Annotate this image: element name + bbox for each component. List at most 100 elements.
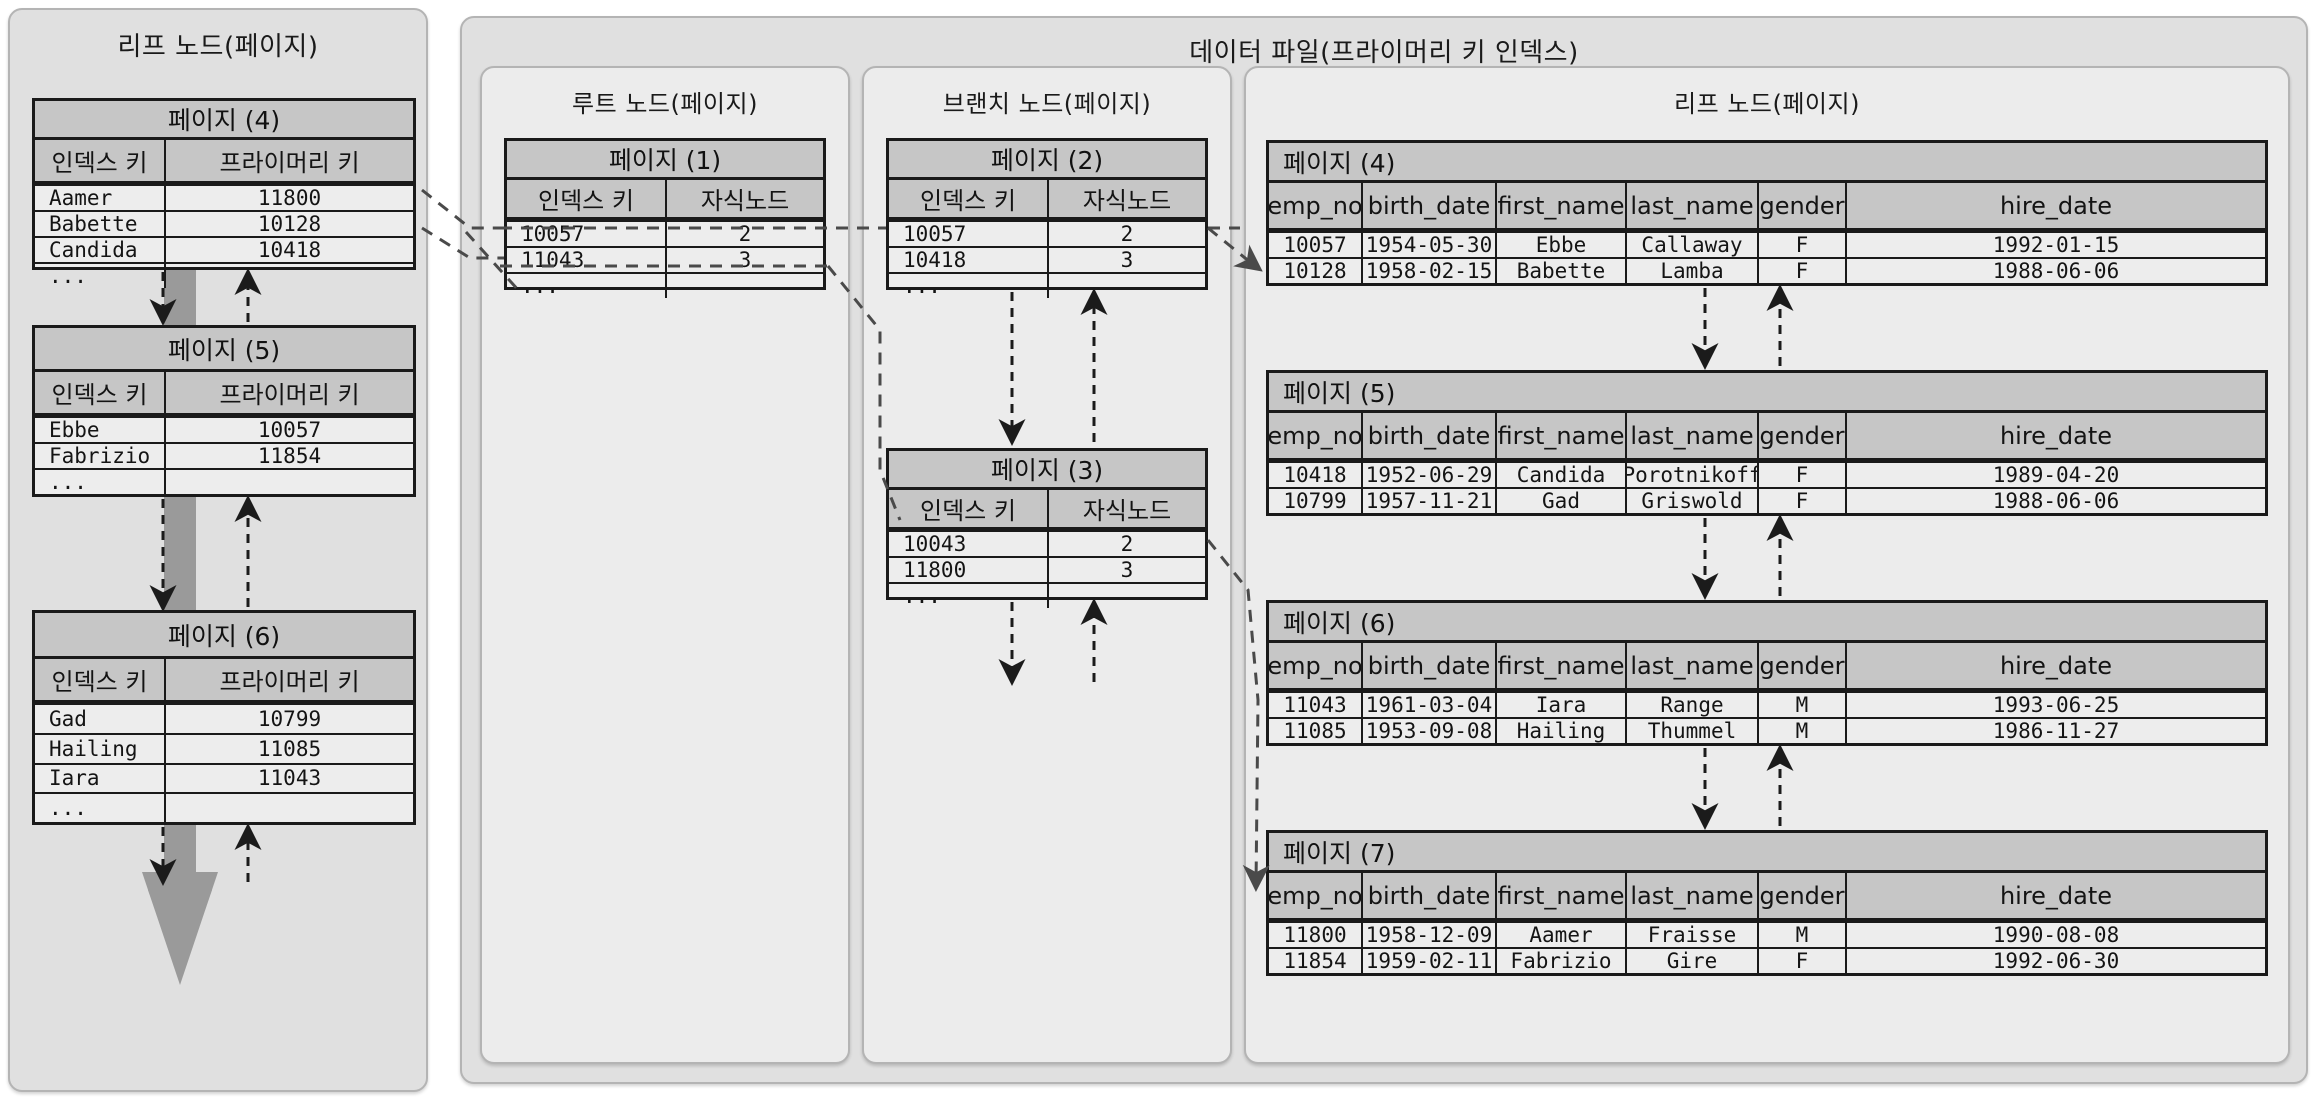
- hire-date-cell: 1989-04-20: [1845, 463, 2265, 487]
- data-page-4: 페이지 (4) emp_no birth_date first_name las…: [1266, 140, 2268, 286]
- col-header-child-node: 자식노드: [1047, 180, 1205, 217]
- col-header-last-name: last_name: [1625, 413, 1757, 458]
- birth-date-cell: 1958-12-09: [1361, 923, 1495, 947]
- table-row: 10057 1954-05-30 Ebbe Callaway F 1992-01…: [1269, 231, 2265, 257]
- first-name-cell: Aamer: [1495, 923, 1625, 947]
- index-key-cell: Aamer: [49, 186, 113, 210]
- gender-cell: M: [1757, 923, 1845, 947]
- col-header-index-key: 인덱스 키: [920, 187, 1016, 215]
- first-name-cell: Babette: [1495, 259, 1625, 283]
- hire-date-cell: 1992-01-15: [1845, 233, 2265, 257]
- child-node-cell: 3: [665, 248, 823, 272]
- primary-key-cell: [164, 264, 413, 288]
- gender-cell: F: [1757, 463, 1845, 487]
- first-name-cell: Gad: [1495, 489, 1625, 513]
- gender-cell: M: [1757, 693, 1845, 717]
- col-header-gender: gender: [1757, 413, 1845, 458]
- child-node-cell: [1047, 584, 1205, 608]
- primary-key-cell: 10057: [164, 418, 413, 442]
- secondary-page-6: 페이지 (6) 인덱스 키 프라이머리 키 Gad 10799 Hailing …: [32, 610, 416, 825]
- gender-cell: F: [1757, 949, 1845, 973]
- index-key-cell: ...: [49, 796, 87, 821]
- col-header-primary-key: 프라이머리 키: [164, 659, 413, 700]
- col-header-emp-no: emp_no: [1269, 881, 1361, 910]
- primary-key-cell: [164, 794, 413, 822]
- hire-date-cell: 1988-06-06: [1845, 259, 2265, 283]
- index-key-cell: ...: [903, 274, 941, 298]
- data-page-6-title: 페이지 (6): [1269, 603, 2265, 643]
- index-key-cell: Iara: [49, 766, 100, 791]
- table-row: ...: [35, 468, 413, 494]
- emp-no-cell: 11800: [1283, 923, 1347, 947]
- table-row: Iara 11043: [35, 762, 413, 793]
- table-row: Babette 10128: [35, 210, 413, 236]
- table-row: 11800 1958-12-09 Aamer Fraisse M 1990-08…: [1269, 921, 2265, 947]
- index-key-cell: Babette: [49, 212, 138, 236]
- primary-key-cell: 11085: [164, 734, 413, 763]
- table-row: Gad 10799: [35, 703, 413, 733]
- data-page-7-title: 페이지 (7): [1269, 833, 2265, 873]
- col-header-hire-date: hire_date: [1845, 643, 2265, 688]
- table-row: 11800 3: [889, 556, 1205, 582]
- col-header-emp-no: emp_no: [1269, 421, 1361, 450]
- table-row: 10057 2: [507, 220, 823, 246]
- table-header-row: emp_no birth_date first_name last_name g…: [1269, 643, 2265, 691]
- col-header-emp-no: emp_no: [1269, 191, 1361, 220]
- table-header-row: 인덱스 키 프라이머리 키: [35, 659, 413, 703]
- root-node-panel-title: 루트 노드(페이지): [572, 90, 758, 118]
- table-row: 11854 1959-02-11 Fabrizio Gire F 1992-06…: [1269, 947, 2265, 973]
- table-header-row: emp_no birth_date first_name last_name g…: [1269, 873, 2265, 921]
- table-row: ...: [889, 272, 1205, 298]
- index-key-cell: 10057: [521, 222, 585, 246]
- data-page-4-title: 페이지 (4): [1269, 143, 2265, 183]
- last-name-cell: Lamba: [1625, 259, 1757, 283]
- table-row: Fabrizio 11854: [35, 442, 413, 468]
- birth-date-cell: 1959-02-11: [1361, 949, 1495, 973]
- primary-key-cell: 10799: [164, 705, 413, 733]
- col-header-child-node: 자식노드: [665, 180, 823, 217]
- table-row: Aamer 11800: [35, 184, 413, 210]
- emp-no-cell: 10128: [1283, 259, 1347, 283]
- first-name-cell: Ebbe: [1495, 233, 1625, 257]
- col-header-first-name: first_name: [1495, 183, 1625, 228]
- hire-date-cell: 1993-06-25: [1845, 693, 2265, 717]
- data-page-5: 페이지 (5) emp_no birth_date first_name las…: [1266, 370, 2268, 516]
- table-row: 10799 1957-11-21 Gad Griswold F 1988-06-…: [1269, 487, 2265, 513]
- secondary-page-4: 페이지 (4) 인덱스 키 프라이머리 키 Aamer 11800 Babett…: [32, 98, 416, 288]
- table-row: ...: [507, 272, 823, 298]
- col-header-index-key: 인덱스 키: [51, 381, 148, 409]
- col-header-last-name: last_name: [1625, 873, 1757, 918]
- child-node-cell: 2: [1047, 532, 1205, 556]
- branch-node-panel-title: 브랜치 노드(페이지): [942, 90, 1152, 118]
- data-file-panel-title: 데이터 파일(프라이머리 키 인덱스): [1189, 38, 1579, 68]
- table-header-row: emp_no birth_date first_name last_name g…: [1269, 413, 2265, 461]
- last-name-cell: Gire: [1625, 949, 1757, 973]
- col-header-last-name: last_name: [1625, 183, 1757, 228]
- table-row: 11043 3: [507, 246, 823, 272]
- last-name-cell: Callaway: [1625, 233, 1757, 257]
- hire-date-cell: 1986-11-27: [1845, 719, 2265, 743]
- col-header-gender: gender: [1757, 643, 1845, 688]
- child-node-cell: 3: [1047, 248, 1205, 272]
- col-header-gender: gender: [1757, 183, 1845, 228]
- last-name-cell: Range: [1625, 693, 1757, 717]
- index-key-cell: 11800: [903, 558, 967, 582]
- col-header-index-key: 인덱스 키: [538, 187, 634, 215]
- col-header-index-key: 인덱스 키: [51, 668, 148, 696]
- table-row: Ebbe 10057: [35, 416, 413, 442]
- last-name-cell: Porotnikoff: [1625, 463, 1757, 487]
- index-key-cell: ...: [49, 470, 87, 494]
- primary-key-cell: 11854: [164, 444, 413, 468]
- index-key-cell: ...: [521, 274, 559, 298]
- col-header-first-name: first_name: [1495, 413, 1625, 458]
- col-header-index-key: 인덱스 키: [920, 497, 1016, 525]
- secondary-page-4-title: 페이지 (4): [35, 101, 413, 140]
- table-row: 10418 1952-06-29 Candida Porotnikoff F 1…: [1269, 461, 2265, 487]
- data-page-7: 페이지 (7) emp_no birth_date first_name las…: [1266, 830, 2268, 976]
- emp-no-cell: 10057: [1283, 233, 1347, 257]
- branch-page-3: 페이지 (3) 인덱스 키 자식노드 10043 2 11800 3 ...: [886, 448, 1208, 608]
- branch-page-3-title: 페이지 (3): [889, 451, 1205, 490]
- birth-date-cell: 1958-02-15: [1361, 259, 1495, 283]
- child-node-cell: 2: [1047, 222, 1205, 246]
